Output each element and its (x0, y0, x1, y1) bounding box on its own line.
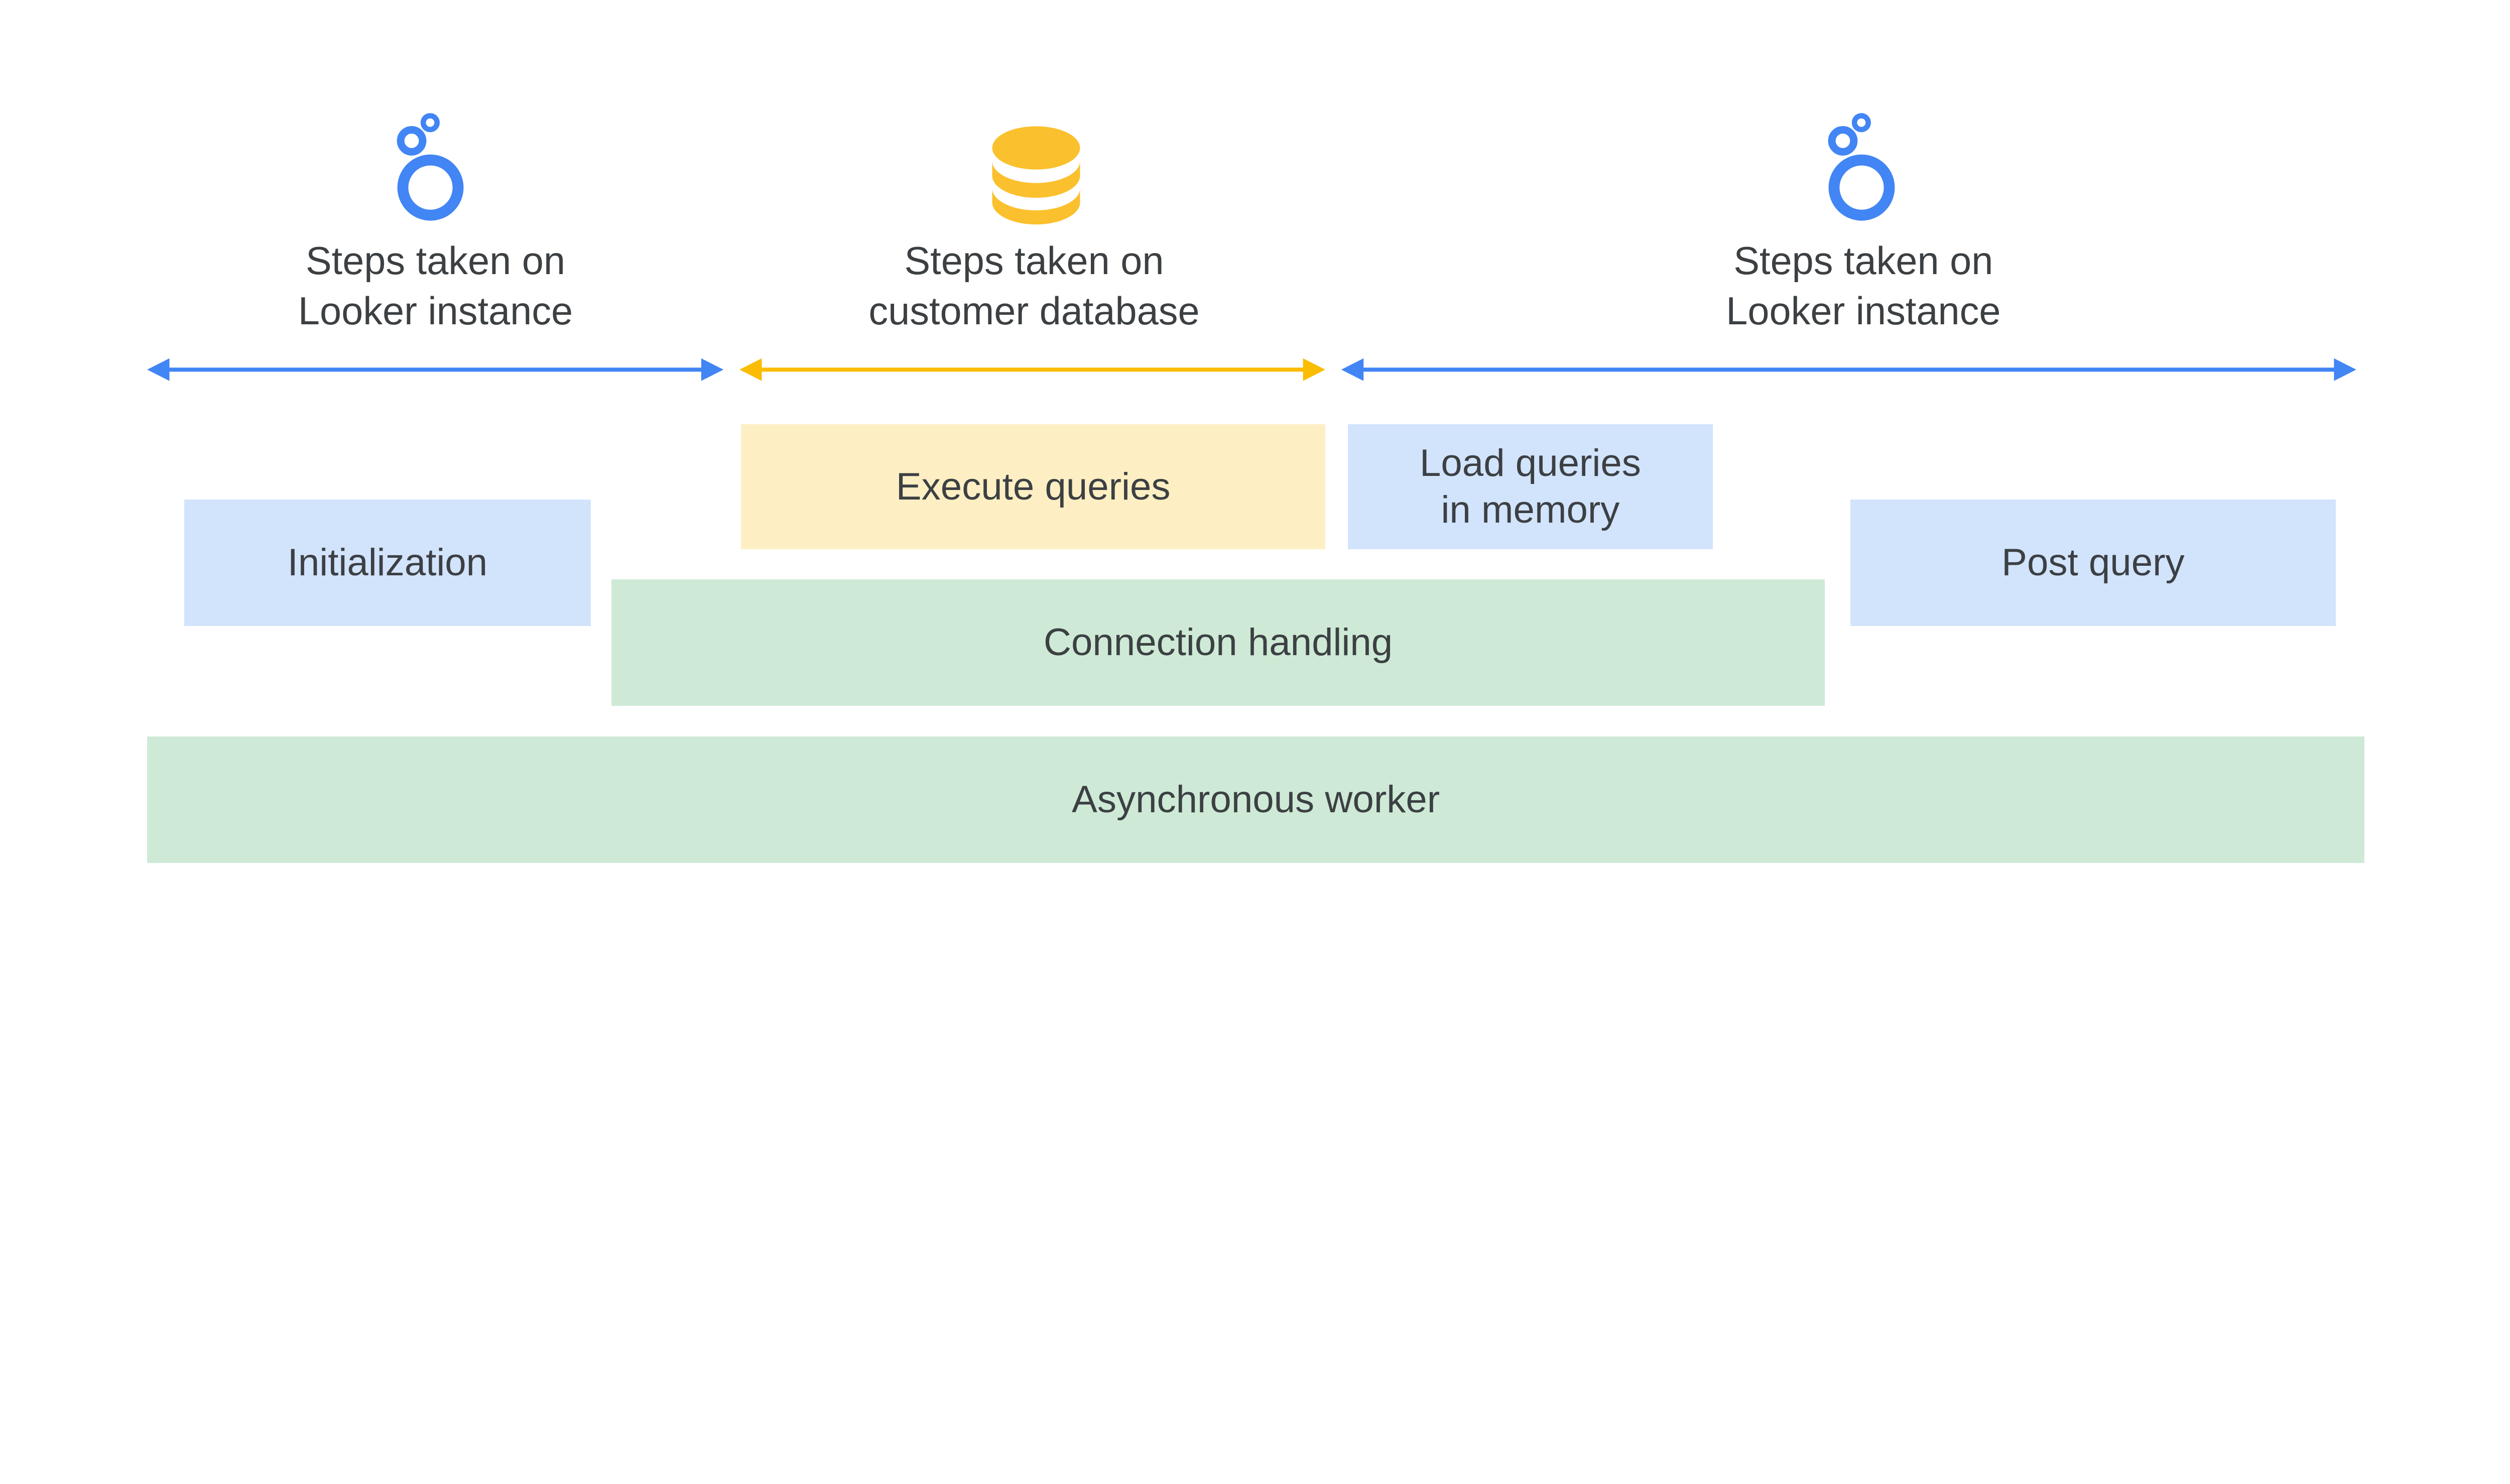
double-arrow-database (739, 358, 1325, 381)
initialization-box: Initialization (184, 500, 591, 626)
header-line: Steps taken on (904, 239, 1164, 283)
diagram-canvas: Steps taken on Looker instance Steps tak… (147, 112, 2364, 863)
box-label: Asynchronous worker (1071, 778, 1440, 821)
section-header-looker-2: Steps taken on Looker instance (1644, 236, 2083, 336)
box-label: Execute queries (896, 465, 1171, 508)
box-label: Connection handling (1043, 621, 1393, 664)
header-line: Steps taken on (1733, 239, 1993, 283)
header-line: Looker instance (298, 290, 573, 333)
looker-logo-icon (1828, 112, 1895, 221)
load-queries-box: Load queries in memory (1348, 424, 1713, 549)
box-label: Post query (2001, 541, 2185, 584)
double-arrow-looker-1 (147, 358, 724, 381)
double-arrow-looker-2 (1341, 358, 2356, 381)
header-line: Looker instance (1726, 290, 2001, 333)
box-label: Initialization (287, 541, 488, 584)
header-line: customer database (868, 290, 1200, 333)
connection-handling-box: Connection handling (611, 579, 1825, 706)
looker-logo-icon (397, 112, 464, 221)
section-header-database: Steps taken on customer database (815, 236, 1254, 336)
header-line: Steps taken on (305, 239, 566, 283)
database-icon (992, 126, 1080, 224)
span-arrows (147, 358, 2356, 381)
asynchronous-worker-box: Asynchronous worker (147, 736, 2364, 863)
post-query-box: Post query (1850, 500, 2336, 626)
section-header-looker-1: Steps taken on Looker instance (216, 236, 655, 336)
box-label: Load queries in memory (1419, 441, 1641, 532)
execute-queries-box: Execute queries (741, 424, 1325, 549)
